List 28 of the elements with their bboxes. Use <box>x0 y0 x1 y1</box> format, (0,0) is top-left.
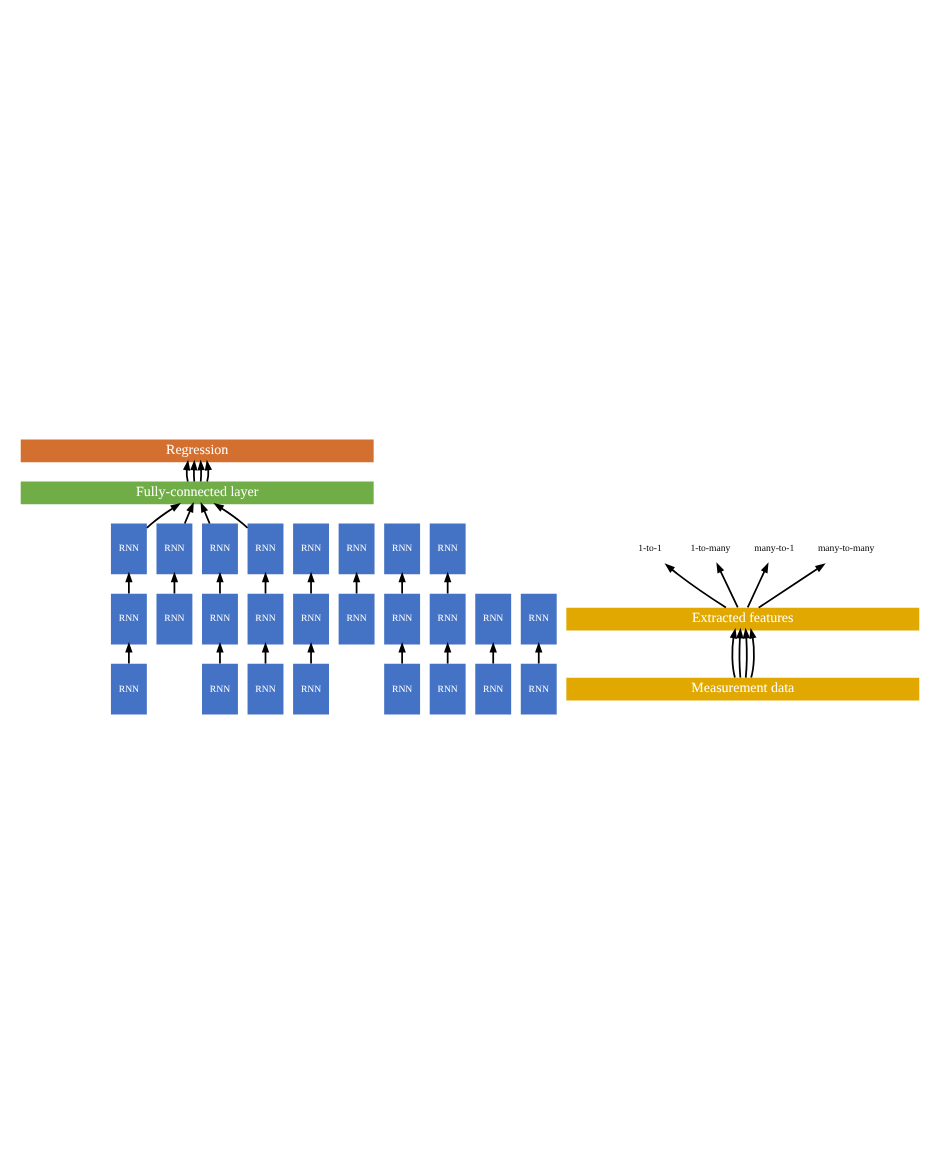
arrow <box>489 640 497 664</box>
arrow <box>213 502 249 528</box>
arrow <box>746 561 769 608</box>
arrow <box>204 458 213 482</box>
arrow <box>535 640 543 664</box>
arrow <box>200 500 211 524</box>
arrow <box>216 640 224 664</box>
arrow <box>183 458 191 482</box>
arrow <box>742 626 751 678</box>
arrow <box>125 570 133 594</box>
arrow <box>398 570 406 594</box>
arrow <box>444 640 452 664</box>
arrow <box>729 626 737 678</box>
arrow <box>749 626 757 678</box>
arrow <box>125 640 133 664</box>
arrow <box>736 626 744 678</box>
arrow <box>307 570 315 594</box>
arrow <box>190 458 198 482</box>
arrow <box>197 458 205 482</box>
arrow <box>664 562 727 608</box>
arrow <box>183 500 194 524</box>
arrow <box>444 570 452 594</box>
arrow <box>307 640 315 664</box>
arrow <box>216 570 224 594</box>
arrow <box>716 561 739 608</box>
arrow <box>398 640 406 664</box>
arrow <box>146 502 181 528</box>
arrow <box>757 562 826 608</box>
